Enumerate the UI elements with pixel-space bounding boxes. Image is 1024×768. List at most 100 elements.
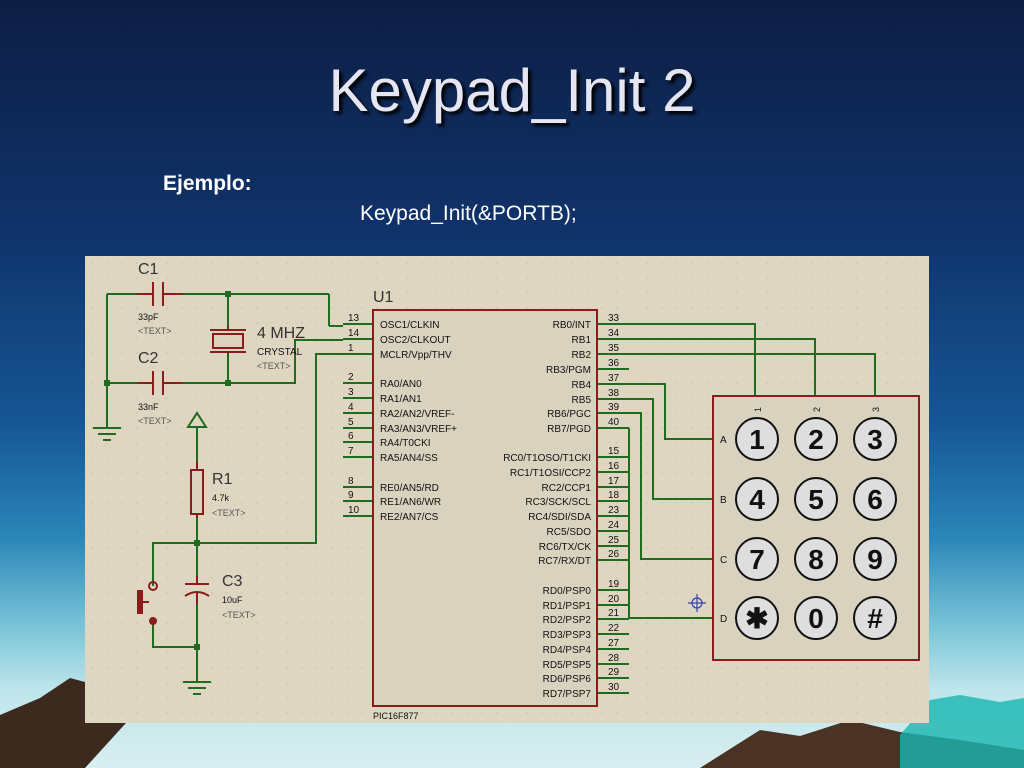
right-pin-number: 28 xyxy=(608,653,620,664)
right-pin-name: RB0/INT xyxy=(553,320,591,331)
right-pin-number: 37 xyxy=(608,373,620,384)
keypad-key-label: 1 xyxy=(749,424,765,455)
keypad-key-label: 4 xyxy=(749,484,765,515)
right-pin-number: 21 xyxy=(608,608,620,619)
right-pin-number: 38 xyxy=(608,388,620,399)
right-pin-number: 19 xyxy=(608,579,620,590)
right-pin-number: 22 xyxy=(608,623,620,634)
slide-title: Keypad_Init 2 xyxy=(328,57,696,124)
keypad-key-label: 2 xyxy=(808,424,824,455)
right-pin-number: 23 xyxy=(608,505,620,516)
right-pin-name: RD7/PSP7 xyxy=(543,689,592,700)
keypad-key xyxy=(853,596,897,640)
c2-text-placeholder: <TEXT> xyxy=(138,416,172,426)
keypad-key xyxy=(794,477,838,521)
right-pin-number: 36 xyxy=(608,358,620,369)
keypad-column-label: 1 xyxy=(753,407,763,412)
right-pin-labels: 33RB0/INT34RB135RB236RB3/PGM37RB438RB539… xyxy=(503,313,619,700)
right-pin-name: RD1/PSP1 xyxy=(543,601,592,612)
r1-ref: R1 xyxy=(212,471,233,488)
right-pin-name: RC6/TX/CK xyxy=(539,542,592,553)
left-pin-number: 13 xyxy=(348,313,360,324)
keypad-key xyxy=(735,537,779,581)
right-pin-number: 26 xyxy=(608,549,620,560)
left-pin-name: OSC2/CLKOUT xyxy=(380,335,451,346)
keypad-key-label: 7 xyxy=(749,544,765,575)
left-pin-number: 8 xyxy=(348,476,354,487)
right-pin-number: 27 xyxy=(608,638,620,649)
c3-ref: C3 xyxy=(222,573,243,590)
left-pin-number: 5 xyxy=(348,417,354,428)
left-pin-name: RA4/T0CKI xyxy=(380,438,431,449)
right-pin-number: 24 xyxy=(608,520,620,531)
left-pin-number: 3 xyxy=(348,387,354,398)
right-pin-name: RD3/PSP3 xyxy=(543,630,592,641)
left-pin-name: RA0/AN0 xyxy=(380,379,422,390)
keypad-key-label: 8 xyxy=(808,544,824,575)
keypad-row-label: A xyxy=(720,435,727,446)
ground-symbol-reset xyxy=(183,681,211,695)
right-pin-number: 16 xyxy=(608,461,620,472)
keypad-row-label: B xyxy=(720,495,727,506)
right-pin-name: RC4/SDI/SDA xyxy=(528,512,591,523)
right-pin-name: RC2/CCP1 xyxy=(542,483,592,494)
keypad-key xyxy=(794,596,838,640)
keypad-key xyxy=(735,417,779,461)
right-pin-number: 39 xyxy=(608,402,620,413)
keypad-key-label: ✱ xyxy=(745,603,768,634)
circuit-schematic: C1 33pF <TEXT> C2 33nF <TEXT> 4 MHZ CRYS… xyxy=(85,256,929,723)
keypad-key-label: 0 xyxy=(808,603,824,634)
keypad-key-label: # xyxy=(867,603,883,634)
c2-value: 33nF xyxy=(138,402,159,412)
right-pin-name: RD0/PSP0 xyxy=(543,586,592,597)
keypad-key xyxy=(735,477,779,521)
left-pin-number: 9 xyxy=(348,490,354,501)
left-pin-number: 6 xyxy=(348,431,354,442)
left-pin-number: 4 xyxy=(348,402,354,413)
c3-text-placeholder: <TEXT> xyxy=(222,610,256,620)
right-pin-number: 40 xyxy=(608,417,620,428)
right-pin-number: 18 xyxy=(608,490,620,501)
keypad-key xyxy=(735,596,779,640)
right-pin-name: RD5/PSP5 xyxy=(543,660,592,671)
keypad-key-label: 3 xyxy=(867,424,883,455)
left-pin-number: 7 xyxy=(348,446,354,457)
c1-value: 33pF xyxy=(138,312,159,322)
right-pin-name: RD6/PSP6 xyxy=(543,674,592,685)
left-pin-name: RA5/AN4/SS xyxy=(380,453,438,464)
c1-text-placeholder: <TEXT> xyxy=(138,326,172,336)
right-pin-number: 25 xyxy=(608,535,620,546)
left-pin-name: RA1/AN1 xyxy=(380,394,422,405)
keypad-row-label: C xyxy=(720,555,727,566)
keypad-key-label: 6 xyxy=(867,484,883,515)
right-pin-name: RB6/PGC xyxy=(547,409,591,420)
right-pin-number: 17 xyxy=(608,476,620,487)
keypad-key xyxy=(853,537,897,581)
keypad-key-label: 5 xyxy=(808,484,824,515)
right-pin-name: RC3/SCK/SCL xyxy=(525,497,591,508)
left-pin-name: RA2/AN2/VREF- xyxy=(380,409,454,420)
keypad-column-label: 2 xyxy=(812,407,822,412)
ground-symbol-osc xyxy=(93,427,121,441)
right-pin-name: RC7/RX/DT xyxy=(538,556,591,567)
c2-ref: C2 xyxy=(138,350,159,367)
right-pin-number: 34 xyxy=(608,328,620,339)
left-pin-name: RE2/AN7/CS xyxy=(380,512,439,523)
capacitor-c2 xyxy=(137,371,183,395)
pic-chip-body xyxy=(372,309,598,707)
wires xyxy=(106,293,876,694)
left-pin-number: 1 xyxy=(348,343,354,354)
c1-ref: C1 xyxy=(138,261,159,278)
keypad-key xyxy=(853,417,897,461)
example-label: Ejemplo: xyxy=(163,172,252,195)
keypad-key-label: 9 xyxy=(867,544,883,575)
capacitor-c1 xyxy=(137,282,183,306)
right-pin-number: 35 xyxy=(608,343,620,354)
r1-text-placeholder: <TEXT> xyxy=(212,508,246,518)
right-pin-number: 33 xyxy=(608,313,620,324)
chip-part-number: PIC16F877 xyxy=(373,711,419,721)
left-pin-name: RA3/AN3/VREF+ xyxy=(380,424,457,435)
c3-value: 10uF xyxy=(222,595,243,605)
right-pin-name: RD2/PSP2 xyxy=(543,615,592,626)
